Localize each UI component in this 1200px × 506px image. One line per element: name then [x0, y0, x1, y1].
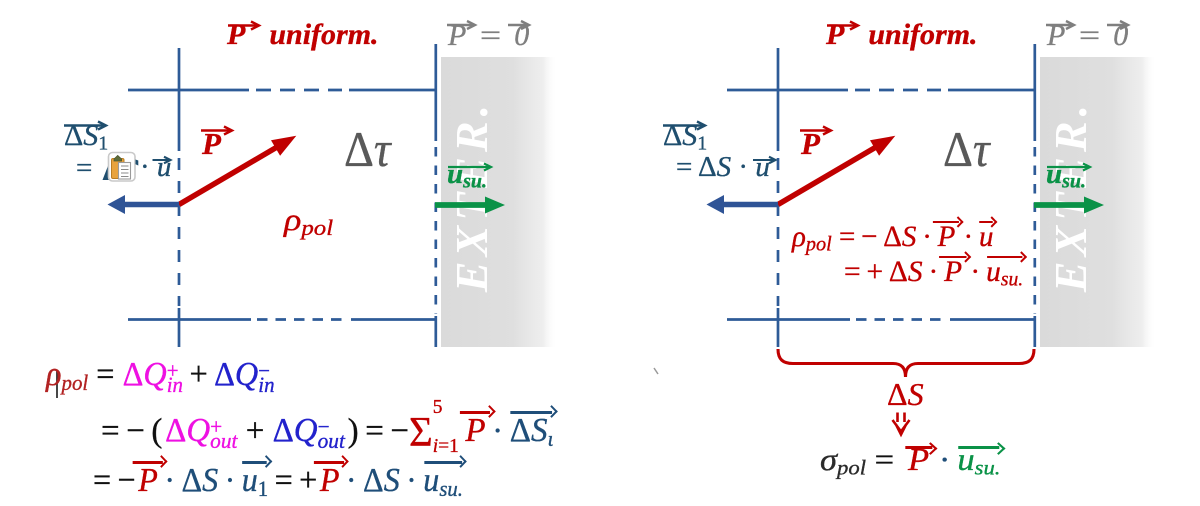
svg-text:EXTER.: EXTER.: [446, 100, 497, 293]
svg-text:EXTER.: EXTER.: [1045, 100, 1096, 293]
